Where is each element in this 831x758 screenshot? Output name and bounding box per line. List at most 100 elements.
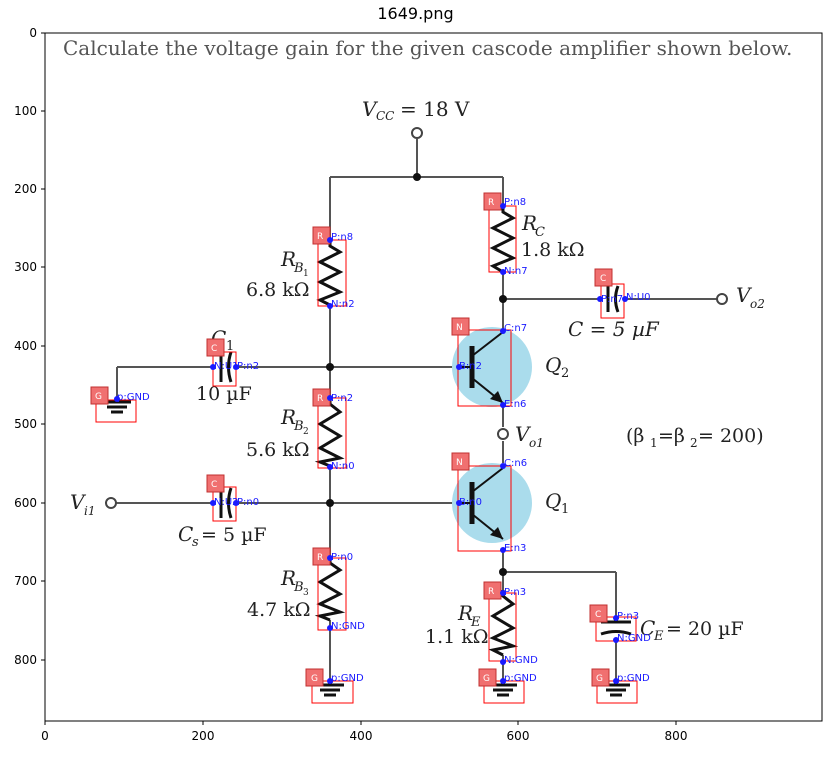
pin-label: P:n8: [504, 197, 526, 208]
pin-label: p:GND: [117, 392, 150, 403]
y-tick-label: 700: [14, 574, 37, 588]
rb3-value: 4.7 kΩ: [247, 599, 311, 621]
junctions: [326, 173, 507, 576]
q2-sub: 2: [561, 366, 569, 381]
pin-label: P:n0: [331, 552, 353, 563]
tag-gnd1: [90, 386, 109, 405]
transistor-q2: [452, 327, 532, 407]
y-tick-label: 200: [14, 182, 37, 196]
tag-rb1: [312, 226, 331, 245]
tag-gnd4: [591, 668, 610, 687]
rb1-sub: B: [293, 261, 304, 276]
resistor-re: [488, 590, 519, 657]
pin-label: N:n2: [331, 299, 355, 310]
pin-label: p:GND: [617, 673, 650, 684]
tag-ce: [589, 604, 608, 623]
pin-label: N:GND: [331, 621, 365, 632]
vcc-label: V: [362, 97, 379, 121]
svg-text:N: N: [456, 458, 463, 468]
capacitor-c-out: [606, 285, 620, 313]
c-out-label: C = 5 µF: [568, 317, 660, 341]
detection-annotations: R P:n8 N:n7 R P:n8 N:n2 C P:n7 N:U0 N C:…: [90, 192, 651, 704]
tag-c-out: [594, 268, 613, 287]
pin-label: p:GND: [504, 673, 537, 684]
pin-label: B:n0: [459, 497, 482, 508]
y-tick-label: 800: [14, 653, 37, 667]
beta-sub2: 2: [690, 436, 698, 450]
svg-text:C: C: [211, 344, 217, 354]
pin-label: P:n7: [601, 294, 623, 305]
beta-mid: =β: [658, 425, 685, 447]
vi1-sub: i1: [84, 504, 95, 518]
vcc-value: = 18 V: [400, 97, 470, 121]
pin-label: P:n2: [237, 361, 259, 372]
cs-value: = 5 µF: [201, 524, 267, 546]
rb1-subsub: 1: [303, 269, 309, 279]
pin-label: N:n7: [504, 266, 528, 277]
resistor-rc: [489, 205, 517, 274]
rb3-subsub: 3: [303, 588, 309, 598]
pin-label: N:U1: [214, 361, 239, 372]
pin-label: E:n3: [504, 543, 526, 554]
svg-text:G: G: [95, 392, 102, 402]
vi1-terminal: [105, 497, 117, 509]
x-tick-label: 200: [192, 729, 215, 743]
pin-label: P:n3: [504, 587, 526, 598]
capacitor-c1: [219, 351, 233, 383]
tag-cs: [206, 474, 225, 493]
capacitor-cs: [219, 487, 233, 519]
svg-text:R: R: [488, 587, 494, 597]
tag-gnd2: [305, 668, 324, 687]
vo2-label: V: [736, 283, 753, 307]
y-tick-label: 300: [14, 260, 37, 274]
pin-label: B:n2: [459, 361, 482, 372]
rb3-label: R: [280, 566, 296, 590]
beta-value: = 200): [698, 425, 764, 447]
pin-label: P:n0: [237, 497, 259, 508]
resistor-rb2: [314, 398, 345, 468]
svg-text:C: C: [600, 274, 606, 284]
cs-label: C: [178, 522, 193, 546]
x-tick-label: 600: [507, 729, 530, 743]
pin-label: p:GND: [331, 673, 364, 684]
svg-text:G: G: [483, 674, 490, 684]
svg-text:G: G: [311, 674, 318, 684]
transistor-q1: [452, 463, 532, 543]
svg-text:C: C: [211, 480, 217, 490]
vo1-terminal: [497, 428, 509, 440]
q1-sub: 1: [561, 502, 569, 517]
ce-value: = 20 µF: [666, 618, 744, 640]
re-sub: E: [470, 615, 481, 630]
pin-label: C:n7: [504, 323, 527, 334]
axes-frame: [44, 32, 823, 722]
rb2-sub: B: [293, 419, 304, 434]
question-text: Calculate the voltage gain for the given…: [63, 36, 792, 60]
resistor-rb1: [316, 240, 344, 307]
vo1-sub: o1: [529, 436, 544, 450]
svg-text:C: C: [595, 610, 601, 620]
y-tick-label: 600: [14, 496, 37, 510]
q2-label: Q: [545, 353, 561, 377]
q1-label: Q: [545, 489, 561, 513]
pin-label: E:n6: [504, 399, 526, 410]
x-tick-label: 0: [41, 729, 49, 743]
rc-value: 1.8 kΩ: [521, 239, 585, 261]
rb2-subsub: 2: [303, 427, 309, 437]
x-tick-label: 800: [665, 729, 688, 743]
svg-text:R: R: [317, 394, 323, 404]
vo1-label: V: [515, 422, 532, 446]
tag-rc: [483, 192, 502, 211]
rb1-label: R: [280, 247, 296, 271]
resistor-rb3: [314, 557, 346, 622]
pin-label: N:U0: [626, 292, 651, 303]
tag-gnd3: [478, 668, 497, 687]
bbox-q1: [457, 465, 512, 552]
pin-label: P:n2: [331, 393, 353, 404]
svg-text:R: R: [488, 198, 494, 208]
pin-label: P:n3: [617, 611, 639, 622]
vcc-sub: CC: [376, 109, 394, 123]
x-tick-label: 400: [350, 729, 373, 743]
y-tick-label: 400: [14, 339, 37, 353]
pin-label: N:GND: [504, 655, 538, 666]
